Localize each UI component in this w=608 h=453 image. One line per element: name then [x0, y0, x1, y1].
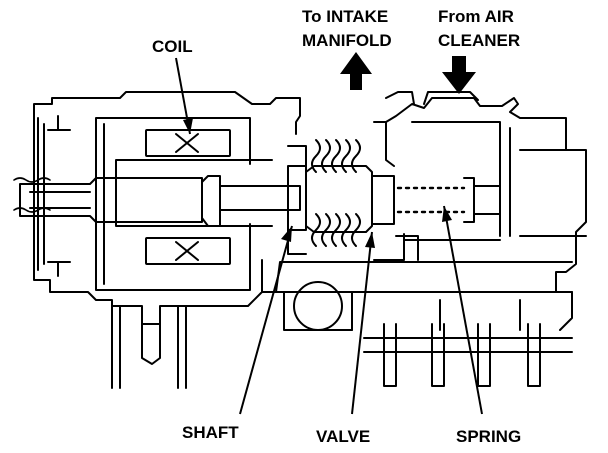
shaft-body [201, 175, 301, 227]
left-end-cap [37, 115, 71, 277]
spring-leader-line [443, 205, 483, 415]
coil-x-mark-upper [175, 133, 199, 153]
solenoid-frame [95, 117, 273, 291]
left-spring [13, 177, 51, 213]
from-air-arrow [442, 56, 476, 94]
spring-retainer [463, 177, 501, 223]
support-leg-left [111, 305, 187, 389]
spring-coils [396, 186, 466, 214]
valve-bellows-lower [311, 213, 361, 247]
valve-bellows-upper [311, 139, 361, 173]
shaft-label: SHAFT [182, 423, 239, 442]
cooling-fins [363, 323, 573, 387]
shaft-leader-arrowhead [281, 226, 292, 242]
coil-leader-arrowhead [183, 118, 193, 134]
coil-x-mark-lower [175, 241, 199, 261]
shaft-leader-line [239, 225, 293, 415]
armature-plunger [19, 177, 203, 223]
support-bracket [141, 323, 161, 365]
right-port-housing [403, 121, 587, 241]
valve-chamber [373, 121, 419, 261]
to-intake-label-line1: To INTAKE [302, 7, 388, 26]
spring-label: SPRING [456, 427, 521, 446]
from-air-label-line1: From AIR [438, 7, 514, 26]
spring-leader-arrowhead [442, 206, 452, 222]
to-intake-label-line2: MANIFOLD [302, 31, 392, 50]
to-intake-arrow [340, 52, 372, 90]
valve-leader-arrowhead [365, 232, 375, 248]
top-boss [385, 91, 479, 105]
coil-winding-lower [145, 237, 231, 265]
mounting-base [261, 261, 573, 331]
valve-body [305, 165, 395, 233]
shaft-collar [287, 165, 307, 231]
valve-label: VALVE [316, 427, 370, 446]
from-air-label-line2: CLEANER [438, 31, 520, 50]
valve-leader-line [351, 231, 373, 415]
coil-label: COIL [152, 37, 193, 56]
lower-port [293, 281, 343, 331]
lower-port-flange [283, 291, 353, 331]
